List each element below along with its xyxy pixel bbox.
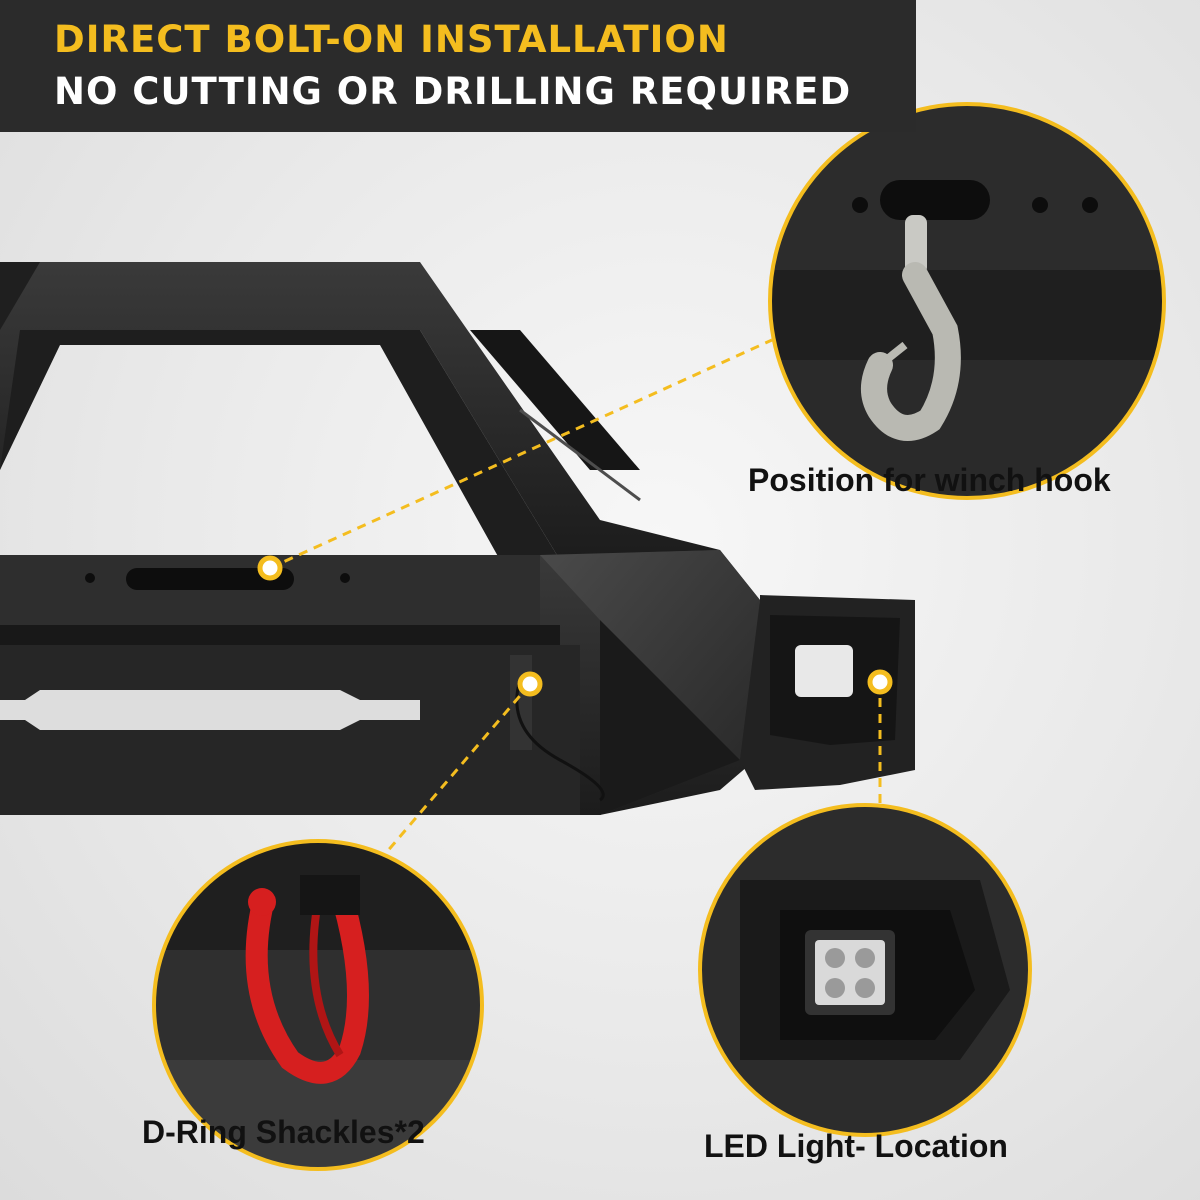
bumper-beam [0,550,760,815]
headline-secondary: NO CUTTING OR DRILLING REQUIRED [54,70,852,113]
inset-winch-hook [768,102,1166,500]
headline-banner: DIRECT BOLT-ON INSTALLATION NO CUTTING O… [0,0,916,132]
headline-primary: DIRECT BOLT-ON INSTALLATION [54,18,729,61]
caption-led-light: LED Light- Location [704,1128,1008,1164]
caption-winch-hook: Position for winch hook [748,462,1111,498]
bumper-hoop [0,262,720,560]
inset-d-ring [152,839,484,1171]
winch-hook-icon [861,215,961,441]
shackle-icon [245,875,369,1084]
led-light-icon [805,930,895,1015]
caption-d-ring: D-Ring Shackles*2 [142,1114,425,1150]
bumper-end-cap [740,595,915,790]
leader-dots [257,555,893,697]
inset-led-light [698,803,1032,1137]
